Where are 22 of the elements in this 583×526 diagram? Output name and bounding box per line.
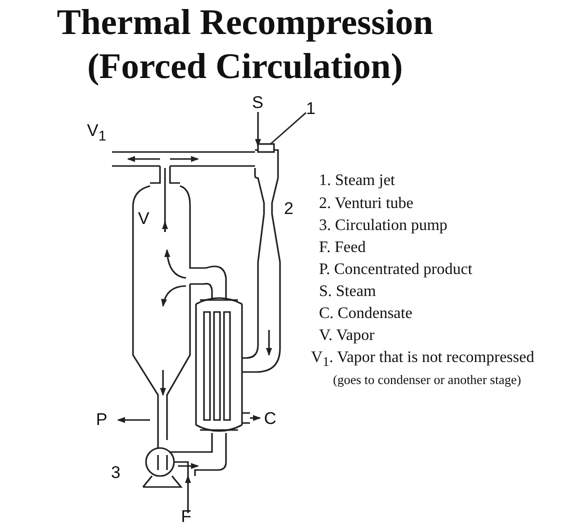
key-item: V. Vapor [319, 328, 374, 344]
callout-letter: V [138, 210, 150, 227]
callout-letter: S [252, 94, 264, 111]
callout-letter: P [96, 411, 108, 428]
callout-letter: F [181, 508, 192, 525]
key-item: C. Condensate [319, 306, 412, 322]
callout-letter: C [264, 410, 276, 427]
key-item: 1. Steam jet [319, 173, 395, 189]
title: Thermal Recompression (Forced Circulation) [56, 1, 434, 88]
callout-letter: V$_{1}$ [87, 122, 106, 144]
key-item: 3. Circulation pump [319, 218, 448, 234]
leader-line [270, 112, 306, 145]
steam-jet [257, 143, 275, 153]
key-item: P. Concentrated product [319, 262, 472, 278]
key-item: 2. Venturi tube [319, 196, 414, 212]
key-item: F. Feed [319, 240, 366, 256]
key-item: V$_{1}$. Vapor that is not recompressed [311, 350, 534, 369]
callout-number: 1 [306, 100, 316, 117]
callout-letter: 2 [284, 200, 294, 217]
key-item: S. Steam [319, 284, 376, 300]
callout-letter: 3 [111, 464, 120, 481]
key-item: (goes to condenser or another stage) [333, 373, 522, 386]
